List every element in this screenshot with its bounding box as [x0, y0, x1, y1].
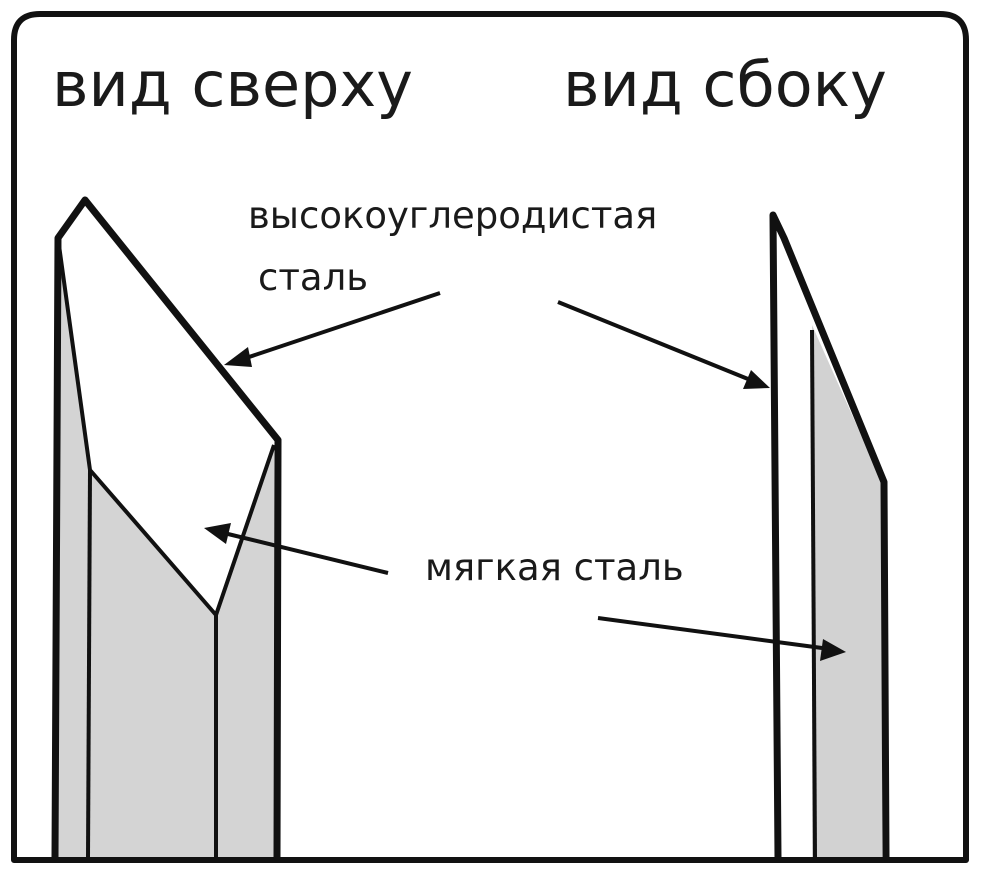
mild-steel-label: мягкая сталь [425, 546, 684, 589]
side-view-blade-outline [769, 211, 890, 861]
diagram-frame [11, 11, 969, 863]
side-view-heading: вид сбоку [563, 48, 887, 121]
arrow-high-carbon-side-view [557, 300, 770, 389]
top-view-high-carbon-edge [58, 200, 278, 615]
high-carbon-steel-label-line2: сталь [258, 256, 368, 299]
high-carbon-steel-label-line1: высокоуглеродистая [248, 194, 657, 237]
top-view-blade [51, 196, 282, 861]
arrow-mild-steel-side-view [597, 616, 846, 661]
side-view-mild-steel [812, 325, 882, 857]
top-view-blade-outline [51, 196, 282, 861]
top-view-mild-steel-body [55, 238, 277, 857]
top-view-heading: вид сверху [52, 48, 413, 121]
arrow-high-carbon-top-view [224, 291, 441, 367]
top-view-left-inner-line [86, 469, 92, 858]
top-view-bevel-line [56, 237, 276, 617]
side-view-blade [769, 211, 890, 861]
side-view-divider-line [810, 329, 817, 858]
arrow-mild-steel-top-view [204, 523, 389, 575]
